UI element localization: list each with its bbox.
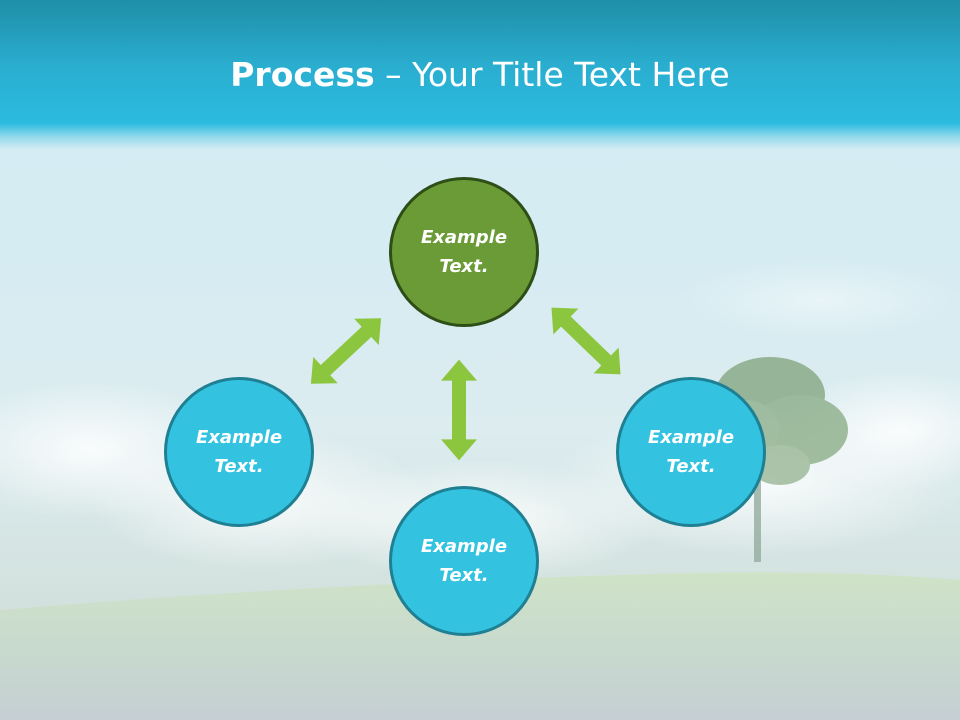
center-node: Example Text. <box>389 177 539 327</box>
slide-title-rest: – Your Title Text Here <box>374 55 730 94</box>
left-node-line2: Text. <box>214 456 264 477</box>
hill <box>0 572 960 720</box>
cloud <box>780 370 960 490</box>
slide-title: Process – Your Title Text Here <box>0 50 960 100</box>
right-node-line2: Text. <box>666 456 716 477</box>
slide-title-bold: Process <box>230 55 375 94</box>
left-node-line1: Example <box>195 427 283 448</box>
arrow-center-bottom <box>441 359 477 461</box>
bottom-node-line1: Example <box>420 536 508 557</box>
right-node-line1: Example <box>647 427 735 448</box>
right-node: Example Text. <box>616 377 766 527</box>
bottom-node-line2: Text. <box>439 565 489 586</box>
cloud <box>680 260 960 340</box>
center-node-line2: Text. <box>439 256 489 277</box>
center-node-line1: Example <box>420 227 508 248</box>
arrow-center-left <box>298 305 394 397</box>
bottom-node: Example Text. <box>389 486 539 636</box>
title-bar <box>0 0 960 150</box>
arrow-center-right <box>538 294 634 388</box>
left-node: Example Text. <box>164 377 314 527</box>
